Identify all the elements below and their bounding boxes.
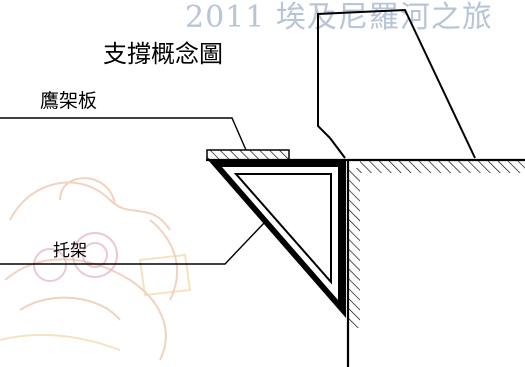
scaffold-board (206, 149, 290, 161)
label-bracket: 托架 (53, 241, 87, 261)
leader-line-scaffold-board (0, 117, 247, 151)
background-illustration (0, 177, 192, 361)
diagram-title: 支撐概念圖 (103, 40, 223, 68)
label-scaffold-board: 鷹架板 (40, 90, 98, 112)
leader-line-bracket (0, 221, 266, 265)
building-block (317, 8, 476, 159)
watermark-text: 2011 埃及尼羅河之旅 (185, 0, 493, 35)
wall-surface (346, 160, 360, 367)
triangular-bracket (208, 160, 346, 318)
